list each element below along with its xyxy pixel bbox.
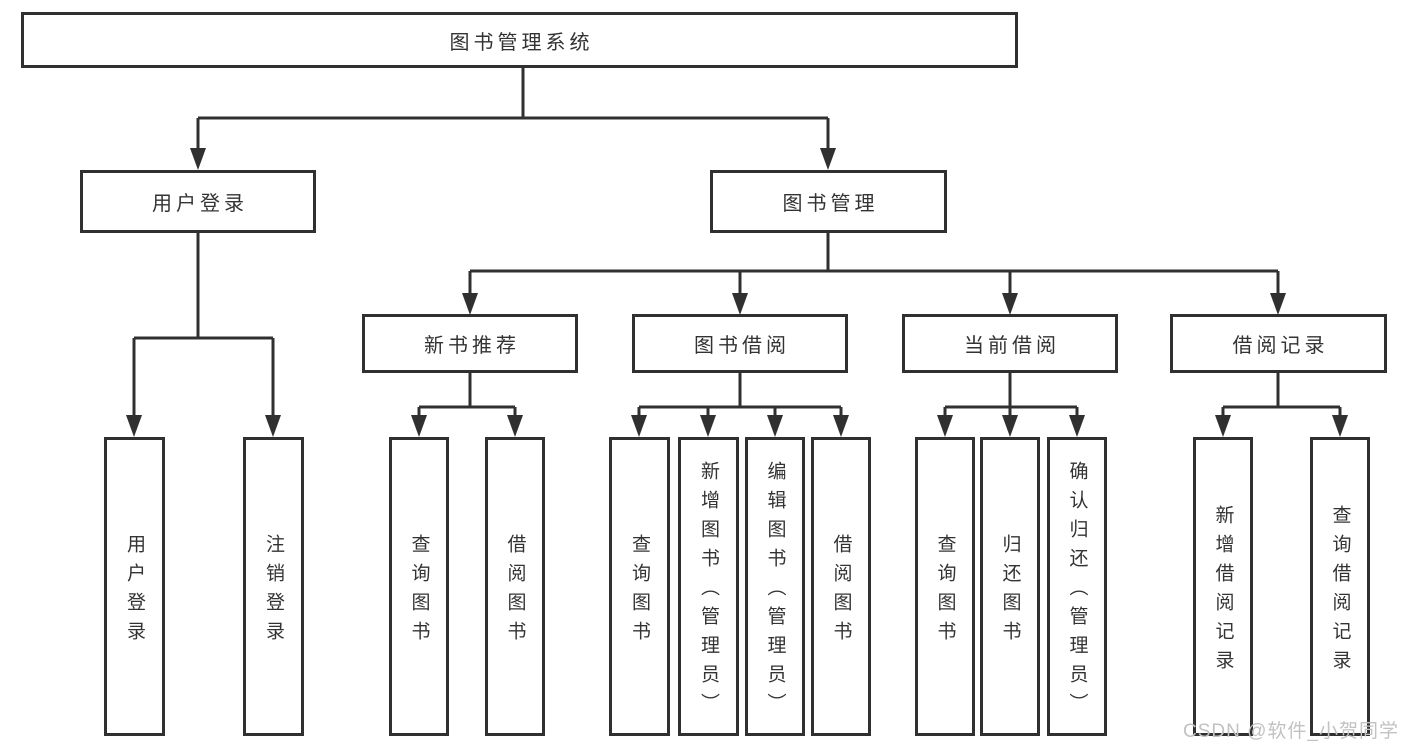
node-label: 查询图书 [934,533,956,650]
node-label: 借阅图书 [830,533,852,650]
node-label: 新增借阅记录 [1212,504,1234,679]
node-borrowing-records: 借阅记录 [1170,314,1387,373]
leaf-user-login: 用户登录 [104,437,165,736]
node-label: 确认归还（管理员） [1066,461,1088,722]
leaf-borrow-books-2: 借阅图书 [811,437,871,736]
node-label: 借阅图书 [504,533,526,650]
node-label: 新增图书（管理员） [698,461,719,722]
leaf-query-books-2: 查询图书 [609,437,670,736]
node-label: 查询借阅记录 [1329,504,1351,679]
node-label: 图书借阅 [694,335,790,357]
leaf-edit-books-admin: 编辑图书（管理员） [745,437,805,736]
arrowheads [126,148,1348,437]
csdn-watermark: CSDN @软件_小贺同学 [1183,721,1399,742]
node-label: 当前借阅 [964,335,1060,357]
node-label: 注销登录 [263,533,284,650]
node-label: 用户登录 [152,193,248,215]
node-library-management-system: 图书管理系统 [21,12,1018,68]
leaf-add-borrow-record: 新增借阅记录 [1193,437,1253,736]
node-label: 查询图书 [408,533,430,650]
leaf-logout: 注销登录 [243,437,304,736]
leaf-add-books-admin: 新增图书（管理员） [678,437,739,736]
node-label: 借阅记录 [1232,335,1329,357]
leaf-return-books: 归还图书 [980,437,1040,736]
leaf-query-books-3: 查询图书 [915,437,975,736]
leaf-confirm-return-admin: 确认归还（管理员） [1047,437,1107,736]
leaf-borrow-books-1: 借阅图书 [485,437,545,736]
node-current-borrowing: 当前借阅 [902,314,1118,373]
node-new-book-recommendation: 新书推荐 [362,314,578,373]
connector-paths [132,66,1342,419]
node-label: 图书管理系统 [449,31,594,54]
node-label: 编辑图书（管理员） [764,461,786,722]
leaf-query-books-1: 查询图书 [389,437,449,736]
node-label: 用户登录 [124,533,145,650]
node-book-borrowing: 图书借阅 [632,314,848,373]
node-user-login: 用户登录 [80,170,316,233]
node-label: 归还图书 [999,533,1021,650]
node-label: 新书推荐 [424,335,520,357]
node-label: 图书管理 [782,193,879,215]
leaf-query-borrow-record: 查询借阅记录 [1310,437,1370,736]
node-book-management: 图书管理 [710,170,947,233]
node-label: 查询图书 [629,533,650,650]
